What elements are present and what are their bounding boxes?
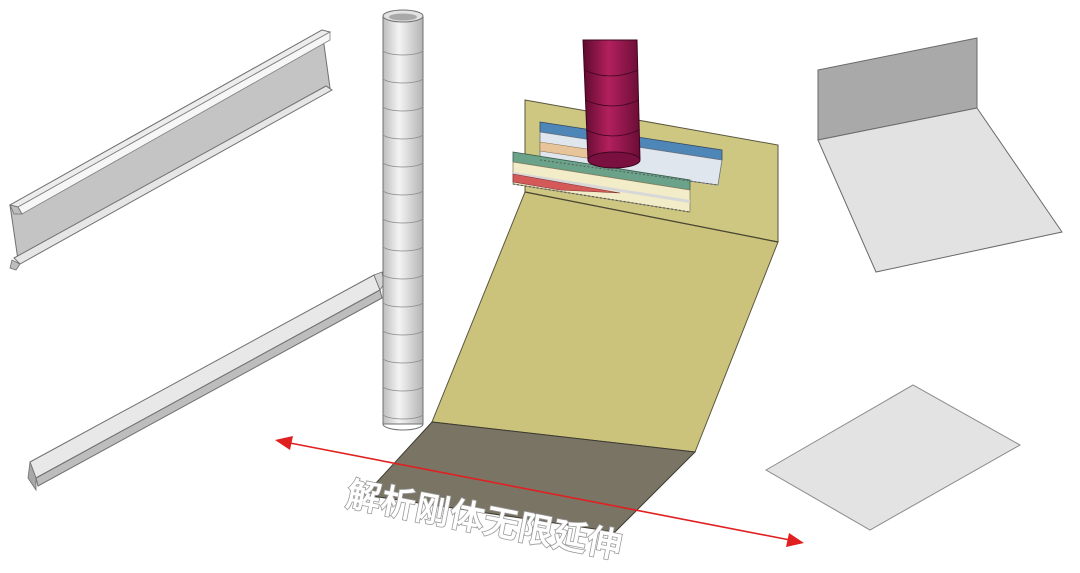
column-ring-seam [382, 301, 424, 308]
column-ring-seam [382, 105, 424, 112]
column-ring-seam [382, 413, 424, 420]
column-ring-seam [382, 385, 424, 392]
c-channel-beam-lower [27, 271, 385, 492]
magenta-pipe [582, 39, 641, 169]
column-ring-seam [382, 357, 424, 364]
column-ring-seam [382, 329, 424, 336]
segmented-column [382, 9, 424, 431]
column-ring-seam [382, 189, 424, 196]
column-ring-seam [382, 245, 424, 252]
l-bent-plate [817, 37, 1063, 273]
double-headed-arrow [275, 436, 804, 547]
flat-plate [765, 384, 1022, 531]
column-ring-seam [382, 133, 424, 140]
strip-assembly [512, 121, 723, 213]
analytical-rigid-surface [363, 421, 697, 533]
column-ring-seam [382, 77, 424, 84]
column-ring-seam [382, 217, 424, 224]
column-ring-seam [382, 49, 424, 56]
column-ring-seam [382, 161, 424, 168]
column-ring-seam [382, 273, 424, 280]
c-channel-beam-upper [8, 29, 333, 271]
